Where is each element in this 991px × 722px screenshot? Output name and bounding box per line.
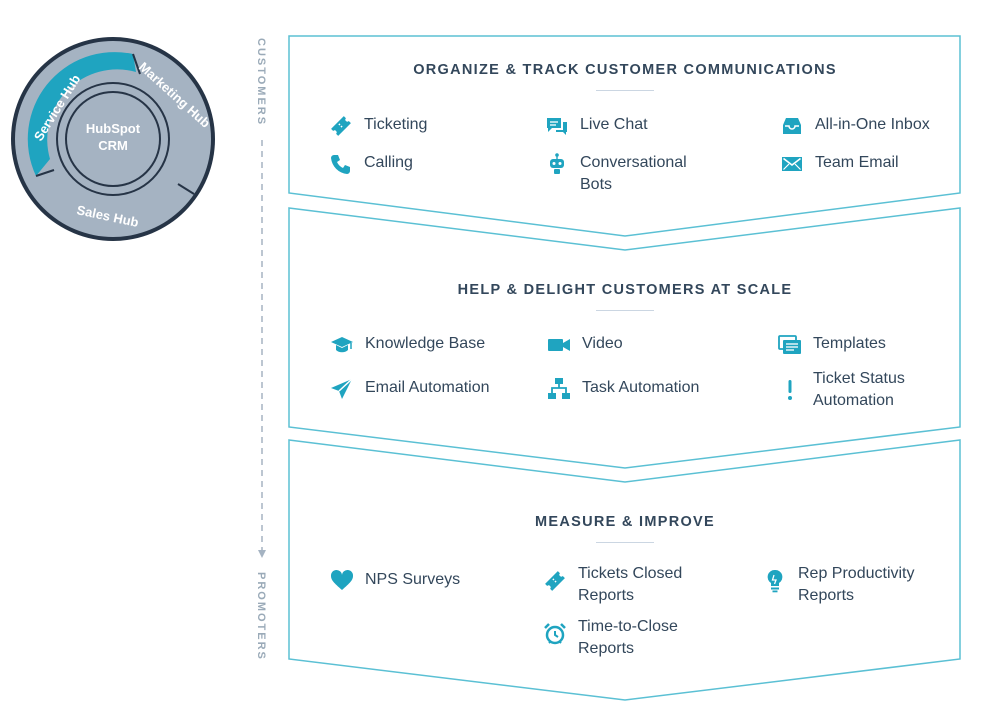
feature-ticketing: Ticketing	[329, 114, 519, 138]
feature-label: Time-to-Close Reports	[578, 618, 678, 657]
flywheel-center-line-1: HubSpot	[86, 121, 141, 136]
feature-time-to-close-reports: Time-to-Close Reports	[543, 616, 723, 660]
feature-ticket-status-automation: Ticket Status Automation	[778, 368, 953, 412]
feature-team-email: Team Email	[780, 152, 955, 176]
feature-knowledge-base: Knowledge Base	[330, 333, 525, 357]
section-2-title: HELP & DELIGHT CUSTOMERS AT SCALE	[457, 282, 793, 298]
customers-label: CUSTOMERS	[255, 38, 267, 127]
feature-tickets-closed-reports: Tickets Closed Reports	[543, 563, 723, 607]
bot-icon	[545, 152, 571, 176]
section-frame-1	[288, 35, 961, 237]
feature-label: NPS Surveys	[365, 571, 461, 588]
feature-label: Team Email	[815, 154, 899, 171]
feature-task-automation: Task Automation	[547, 377, 747, 401]
feature-label: Calling	[364, 154, 413, 171]
feature-label: Templates	[813, 335, 886, 352]
heart-icon	[330, 569, 356, 593]
feature-calling: Calling	[329, 152, 519, 176]
feature-rep-productivity-reports: Rep Productivity Reports	[763, 563, 953, 607]
section-1-title: ORGANIZE & TRACK CUSTOMER COMMUNICATIONS	[413, 62, 837, 78]
section-frame-3	[288, 439, 961, 701]
section-3-title: MEASURE & IMPROVE	[534, 514, 715, 530]
feature-label: Video	[582, 335, 623, 352]
email-icon	[780, 152, 806, 176]
lightbulb-icon	[763, 569, 789, 593]
alarm-clock-icon	[543, 622, 569, 646]
feature-inbox: All-in-One Inbox	[780, 114, 955, 138]
feature-bots: Conversational Bots	[545, 152, 720, 196]
feature-nps-surveys: NPS Surveys	[330, 569, 520, 593]
promoters-label: PROMOTERS	[255, 572, 267, 661]
feature-label: Rep Productivity Reports	[798, 565, 915, 604]
video-camera-icon	[547, 333, 573, 357]
journey-arrow	[258, 140, 266, 558]
service-hub-segment	[27, 52, 137, 176]
live-chat-icon	[545, 114, 571, 138]
exclamation-icon	[778, 378, 804, 402]
phone-icon	[329, 152, 355, 176]
feature-label: Email Automation	[365, 379, 490, 396]
feature-video: Video	[547, 333, 737, 357]
section-3-divider	[596, 542, 654, 543]
graduation-cap-icon	[330, 333, 356, 357]
section-2-divider	[596, 310, 654, 311]
feature-label: Ticketing	[364, 116, 428, 133]
feature-templates: Templates	[778, 333, 953, 357]
feature-label: Conversational Bots	[580, 154, 687, 193]
feature-label: Task Automation	[582, 379, 700, 396]
feature-live-chat: Live Chat	[545, 114, 735, 138]
feature-label: Knowledge Base	[365, 335, 486, 352]
ticket-icon	[543, 569, 569, 593]
templates-icon	[778, 333, 804, 357]
feature-label: Live Chat	[580, 116, 648, 133]
paper-plane-icon	[330, 377, 356, 401]
workflow-icon	[547, 377, 573, 401]
inbox-icon	[780, 114, 806, 138]
feature-email-automation: Email Automation	[330, 377, 530, 401]
flywheel-center-line-2: CRM	[98, 138, 128, 153]
feature-label: All-in-One Inbox	[815, 116, 930, 133]
ticket-icon	[329, 114, 355, 138]
section-1-divider	[596, 90, 654, 91]
feature-label: Ticket Status Automation	[813, 370, 905, 409]
flywheel-diagram: HubSpot CRM Service Hub Marketing Hub Sa…	[11, 37, 215, 241]
feature-label: Tickets Closed Reports	[578, 565, 683, 604]
section-frame-2	[288, 207, 961, 469]
